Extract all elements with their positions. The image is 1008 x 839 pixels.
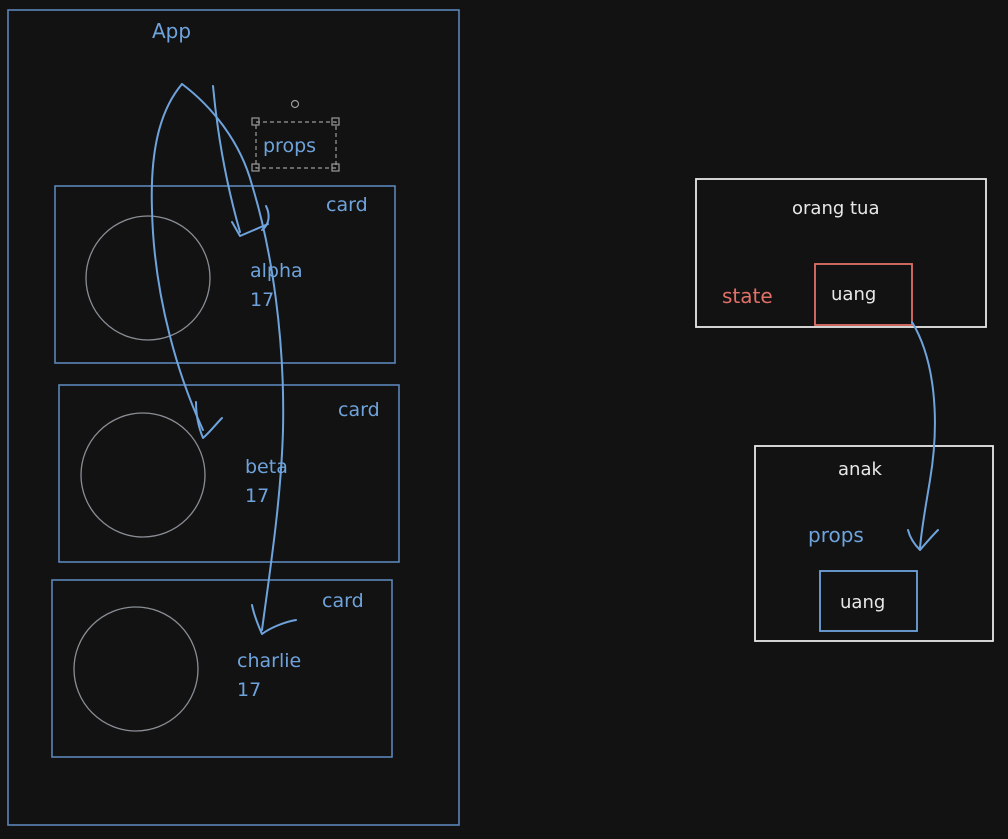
card-beta: card beta 17 [58, 384, 400, 563]
card-name: alpha [250, 260, 303, 282]
resize-handle-bl[interactable] [251, 163, 260, 172]
child-props-box [819, 570, 918, 632]
card-alpha: card alpha 17 [54, 185, 396, 364]
state-value: uang [831, 284, 876, 305]
avatar-circle [73, 606, 199, 732]
rotate-handle[interactable] [290, 99, 300, 109]
arrow-branch [181, 83, 253, 186]
child-props-label: props [808, 523, 864, 547]
card-frame [58, 384, 400, 563]
parent-component: orang tua state uang [695, 178, 987, 328]
avatar-circle [85, 215, 211, 341]
card-age: 17 [237, 679, 261, 701]
state-box [814, 263, 913, 326]
app-frame [7, 9, 460, 826]
resize-handle-tl[interactable] [251, 117, 260, 126]
arrow-to-alpha [212, 85, 241, 233]
child-title: anak [838, 459, 882, 480]
child-props-value: uang [840, 592, 885, 613]
state-label: state [722, 284, 773, 308]
child-frame [754, 445, 994, 642]
arrow-shaft [911, 321, 936, 549]
props-selection[interactable]: props [251, 99, 340, 172]
arrow-to-beta [150, 83, 204, 431]
resize-handle-br[interactable] [331, 163, 340, 172]
card-name: charlie [237, 650, 301, 672]
parent-title: orang tua [792, 198, 880, 219]
child-component: anak props uang [754, 445, 994, 642]
app-container: App [7, 9, 460, 826]
app-label: App [152, 19, 191, 43]
arrow-head [907, 529, 939, 551]
state-to-props-arrow [907, 321, 939, 551]
avatar-circle [80, 412, 206, 538]
card-frame [54, 185, 396, 364]
card-label: card [338, 399, 380, 421]
arrowhead-charlie [251, 604, 297, 635]
arrowhead-beta [195, 401, 223, 439]
card-age: 17 [250, 289, 274, 311]
props-label: props [263, 135, 316, 157]
resize-handle-tr[interactable] [331, 117, 340, 126]
props-flow-arrows [150, 83, 297, 635]
card-label: card [322, 590, 364, 612]
card-frame [51, 579, 393, 758]
arrowhead-alpha [231, 221, 269, 237]
card-name: beta [245, 456, 288, 478]
card-age: 17 [245, 485, 269, 507]
card-charlie: card charlie 17 [51, 579, 393, 758]
arrow-to-charlie [251, 184, 285, 631]
parent-frame [695, 178, 987, 328]
card-label: card [326, 194, 368, 216]
